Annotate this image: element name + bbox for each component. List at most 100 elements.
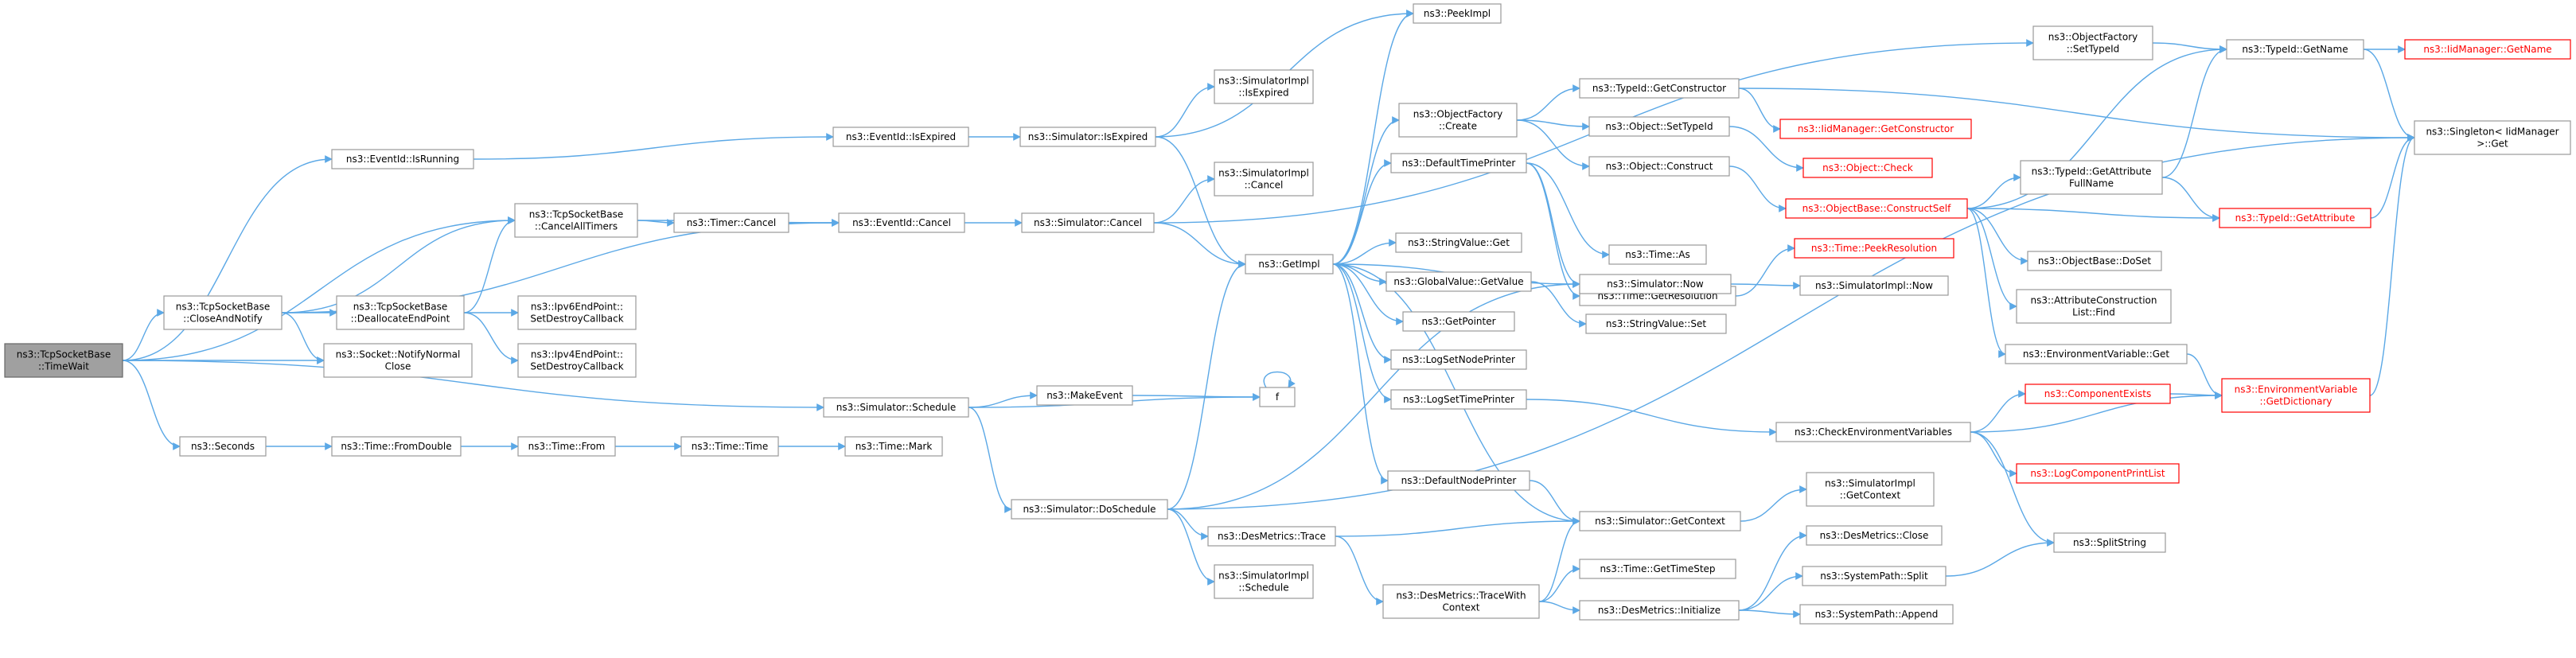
node-label: ns3::LogSetTimePrinter <box>1403 394 1514 405</box>
node-f[interactable]: f <box>1259 387 1296 407</box>
edge-sim-doschedule-to-getimpl <box>1167 260 1246 510</box>
node-time-mark[interactable]: ns3::Time::Mark <box>844 436 943 457</box>
node-sim-isexpired[interactable]: ns3::Simulator::IsExpired <box>1019 127 1156 147</box>
node-box <box>2025 384 2171 404</box>
node-systempath-split[interactable]: ns3::SystemPath::Split <box>1802 566 1947 586</box>
node-object-check[interactable]: ns3::Object::Check <box>1802 158 1933 178</box>
node-box <box>1579 511 1741 531</box>
node-splitstring[interactable]: ns3::SplitString <box>2053 532 2166 553</box>
edge-timewait-to-closeandnotify <box>122 309 165 361</box>
node-simimpl-isexpired[interactable]: ns3::SimulatorImpl::IsExpired <box>1214 69 1314 104</box>
node-simimpl-cancel[interactable]: ns3::SimulatorImpl::Cancel <box>1214 162 1314 197</box>
node-envvar-get[interactable]: ns3::EnvironmentVariable::Get <box>2005 344 2188 364</box>
node-time-from[interactable]: ns3::Time::From <box>517 436 616 457</box>
edge-object-settypeid-to-object-check <box>1728 126 1804 172</box>
node-simimpl-getcontext[interactable]: ns3::SimulatorImpl::GetContext <box>1806 472 1935 507</box>
node-logcomponentprintlist[interactable]: ns3::LogComponentPrintList <box>2016 463 2180 484</box>
node-label: SetDestroyCallback <box>530 313 623 325</box>
edge-defaultnodeprinter-to-sim-getcontext <box>1529 480 1580 525</box>
node-time-gettimestep[interactable]: ns3::Time::GetTimeStep <box>1579 559 1736 579</box>
node-singleton-get[interactable]: ns3::Singleton< IidManager>::Get <box>2414 120 2571 155</box>
node-typeid-getattribute[interactable]: ns3::TypeId::GetAttribute <box>2219 208 2371 228</box>
node-closeandnotify[interactable]: ns3::TcpSocketBase::CloseAndNotify <box>163 295 283 330</box>
node-box <box>2414 120 2571 155</box>
node-eventid-isrunning[interactable]: ns3::EventId::IsRunning <box>331 149 474 169</box>
edge-defaulttimeprinter-to-sim-now <box>1526 162 1580 288</box>
node-label: ns3::GetImpl <box>1258 259 1319 270</box>
node-defaultnodeprinter[interactable]: ns3::DefaultNodePrinter <box>1387 470 1530 491</box>
node-typeid-getconstructor[interactable]: ns3::TypeId::GetConstructor <box>1579 78 1740 99</box>
edge-sim-isexpired-to-simimpl-isexpired <box>1155 83 1215 138</box>
node-simimpl-schedule[interactable]: ns3::SimulatorImpl::Schedule <box>1214 564 1314 599</box>
node-box <box>1799 604 1954 625</box>
node-cancelalltimers[interactable]: ns3::TcpSocketBase::CancelAllTimers <box>514 203 638 238</box>
node-getimpl[interactable]: ns3::GetImpl <box>1245 254 1334 274</box>
edge-logsettimeprinter-to-checkenvvars <box>1526 399 1777 436</box>
node-objectbase-doset[interactable]: ns3::ObjectBase::DoSet <box>2027 251 2162 271</box>
node-globalvalue-getvalue[interactable]: ns3::GlobalValue::GetValue <box>1385 271 1532 292</box>
node-systempath-append[interactable]: ns3::SystemPath::Append <box>1799 604 1954 625</box>
node-time-peekresolution[interactable]: ns3::Time::PeekResolution <box>1794 238 1954 259</box>
node-seconds[interactable]: ns3::Seconds <box>179 436 267 457</box>
node-logsetnodeprinter[interactable]: ns3::LogSetNodePrinter <box>1390 349 1527 370</box>
edge-deallocendpoint-to-ipv4-setdestroy <box>463 312 519 364</box>
node-object-construct[interactable]: ns3::Object::Construct <box>1588 156 1730 177</box>
node-eventid-isexpired[interactable]: ns3::EventId::IsExpired <box>832 127 969 147</box>
node-objfactory-settypeid[interactable]: ns3::ObjectFactory::SetTypeId <box>2032 25 2153 60</box>
node-label: ns3::Simulator::GetContext <box>1595 516 1725 527</box>
node-logsettimeprinter[interactable]: ns3::LogSetTimePrinter <box>1390 389 1527 410</box>
node-label: ns3::TypeId::GetConstructor <box>1592 83 1726 94</box>
node-stringvalue-get[interactable]: ns3::StringValue::Get <box>1395 232 1522 253</box>
node-label: ns3::Timer::Cancel <box>687 217 776 228</box>
node-time-time[interactable]: ns3::Time::Time <box>680 436 779 457</box>
node-desmetrics-trace[interactable]: ns3::DesMetrics::Trace <box>1207 526 1336 547</box>
node-sim-getcontext[interactable]: ns3::Simulator::GetContext <box>1579 511 1741 531</box>
node-box <box>2005 344 2188 364</box>
node-box <box>1806 472 1935 507</box>
edge-objectbase-constructself-to-typeid-getattribute <box>1966 208 2220 222</box>
node-sim-now[interactable]: ns3::Simulator::Now <box>1579 274 1732 294</box>
node-timer-cancel[interactable]: ns3::Timer::Cancel <box>673 212 789 233</box>
node-time-fromdouble[interactable]: ns3::Time::FromDouble <box>331 436 462 457</box>
node-label: ::Schedule <box>1238 582 1288 594</box>
node-deallocendpoint[interactable]: ns3::TcpSocketBase::DeallocateEndPoint <box>336 295 465 330</box>
node-typeid-getname[interactable]: ns3::TypeId::GetName <box>2226 39 2364 60</box>
node-ipv4-setdestroy[interactable]: ns3::Ipv4EndPoint::SetDestroyCallback <box>517 343 637 378</box>
node-label: ::Cancel <box>1245 180 1284 191</box>
node-desmetrics-initialize[interactable]: ns3::DesMetrics::Initialize <box>1579 600 1740 621</box>
node-object-settypeid[interactable]: ns3::Object::SetTypeId <box>1588 116 1730 137</box>
node-sim-schedule[interactable]: ns3::Simulator::Schedule <box>823 397 969 418</box>
node-desmetrics-close[interactable]: ns3::DesMetrics::Close <box>1806 525 1943 546</box>
node-iidmanager-getname[interactable]: ns3::IidManager::GetName <box>2404 39 2571 60</box>
node-checkenvvars[interactable]: ns3::CheckEnvironmentVariables <box>1775 422 1971 442</box>
edge-typeid-getconstructor-to-singleton-get <box>1738 88 2415 142</box>
node-sim-doschedule[interactable]: ns3::Simulator::DoSchedule <box>1011 499 1168 520</box>
edge-desmetrics-initialize-to-systempath-append <box>1738 609 1801 618</box>
node-peekimpl[interactable]: ns3::PeekImpl <box>1413 3 1502 24</box>
node-label: ns3::TcpSocketBase <box>17 349 111 360</box>
node-componentexists[interactable]: ns3::ComponentExists <box>2025 384 2171 404</box>
node-label: ns3::Time::As <box>1625 249 1690 260</box>
node-objectbase-constructself[interactable]: ns3::ObjectBase::ConstructSelf <box>1785 198 1968 219</box>
node-sim-cancel[interactable]: ns3::Simulator::Cancel <box>1021 212 1155 233</box>
node-makeevent[interactable]: ns3::MakeEvent <box>1036 385 1133 406</box>
edge-objectbase-constructself-to-typeid-getattrfullname <box>1966 173 2021 209</box>
edge-defaulttimeprinter-to-time-as <box>1526 162 1610 259</box>
node-label: ns3::TcpSocketBase <box>529 209 623 220</box>
node-timewait[interactable]: ns3::TcpSocketBase::TimeWait <box>4 343 123 378</box>
node-iidmanager-getconstructor[interactable]: ns3::IidManager::GetConstructor <box>1779 119 1972 139</box>
node-time-as[interactable]: ns3::Time::As <box>1608 244 1707 265</box>
node-getpointer[interactable]: ns3::GetPointer <box>1402 311 1515 332</box>
node-stringvalue-set[interactable]: ns3::StringValue::Set <box>1585 313 1727 334</box>
node-ipv6-setdestroy[interactable]: ns3::Ipv6EndPoint::SetDestroyCallback <box>517 295 637 330</box>
node-envvar-getdictionary[interactable]: ns3::EnvironmentVariable::GetDictionary <box>2221 378 2371 413</box>
node-eventid-cancel[interactable]: ns3::EventId::Cancel <box>838 212 965 233</box>
node-defaulttimeprinter[interactable]: ns3::DefaultTimePrinter <box>1390 153 1527 173</box>
node-simimpl-now[interactable]: ns3::SimulatorImpl::Now <box>1799 275 1949 296</box>
node-objfactory-create[interactable]: ns3::ObjectFactory::Create <box>1398 103 1518 138</box>
edge-objectbase-constructself-to-attrconstructionlist-find <box>1966 208 2017 310</box>
